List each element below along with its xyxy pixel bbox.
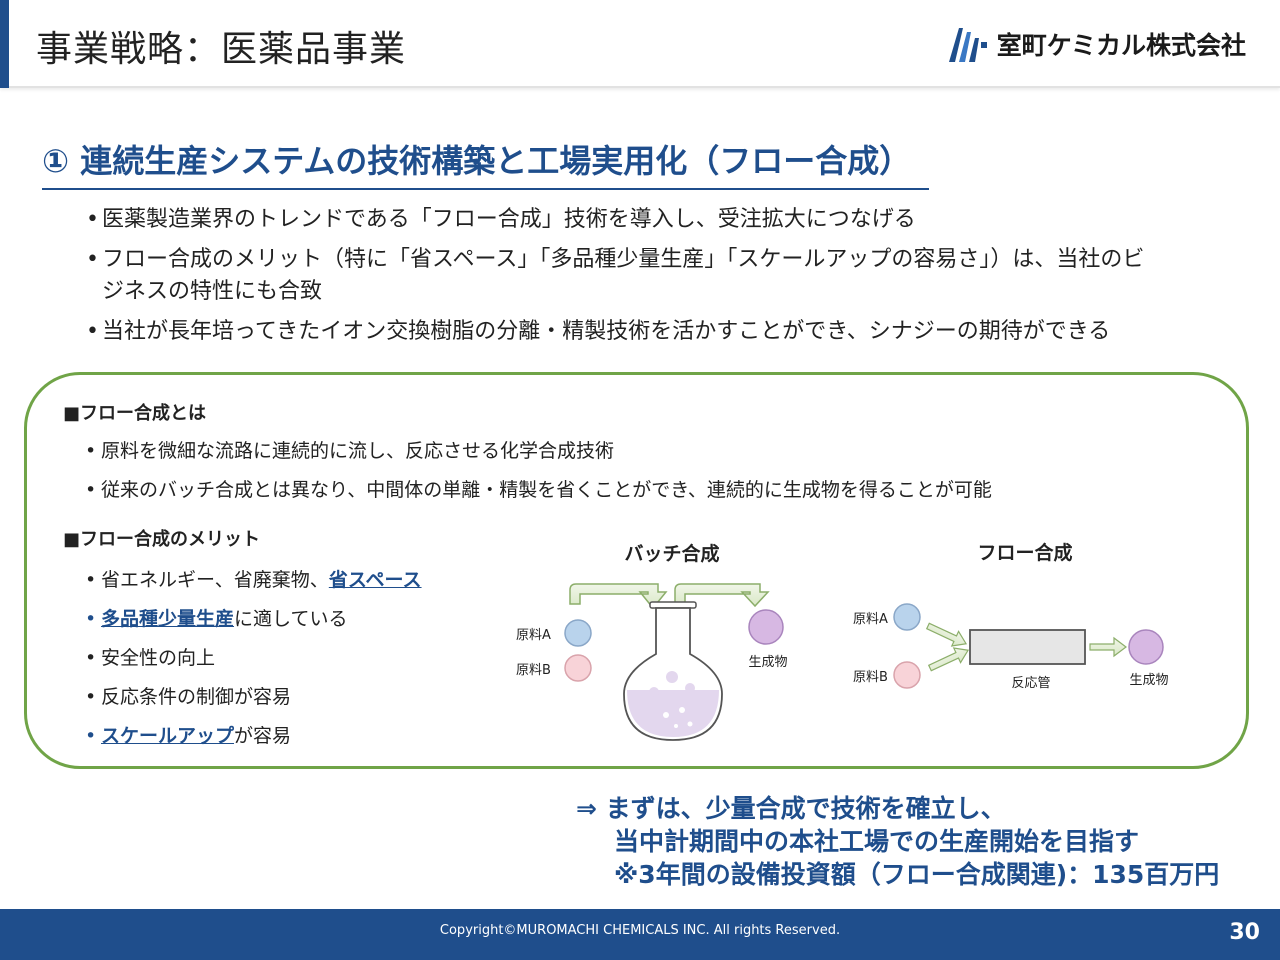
slide-title: 事業戦略：医薬品事業 <box>36 29 407 70</box>
strategy-bullet: •医薬製造業界のトレンドである「フロー合成」技術を導入し、受注拡大につなげる <box>86 207 916 232</box>
header-accent-bar <box>0 0 9 88</box>
what-is-item-text: 原料を微細な流路に連続的に流し、反応させる化学合成技術 <box>101 440 615 462</box>
strategy-bullet-text: フロー合成のメリット（特に「省スペース」「多品種少量生産」「スケールアップの容易… <box>102 247 1145 304</box>
what-is-item-text: 従来のバッチ合成とは異なり、中間体の単離・精製を省くことができ、連続的に生成物を… <box>101 479 992 501</box>
merit-item: •スケールアップが容易 <box>85 725 292 747</box>
strategy-bullet-text: 当社が長年培ってきたイオン交換樹脂の分離・精製技術を活かすことができ、シナジーの… <box>102 319 1111 344</box>
company-name: 室町ケミカル株式会社 <box>996 31 1246 60</box>
merit-item: •安全性の向上 <box>85 647 216 669</box>
section-heading: ① 連続生産システムの技術構築と工場実用化（フロー合成） <box>42 136 930 190</box>
page-number: 30 <box>1229 920 1260 945</box>
company-logo: 室町ケミカル株式会社 <box>947 24 1246 64</box>
what-is-heading: ■フロー合成とは <box>63 403 207 424</box>
conclusion-line-1: まずは、少量合成で技術を確立し、 <box>605 794 1006 823</box>
conclusion-block: ⇒ まずは、少量合成で技術を確立し、 当中計期間中の本社工場での生産開始を目指す… <box>576 792 1219 891</box>
slide-footer: Copyright©MUROMACHI CHEMICALS INC. All r… <box>0 909 1280 960</box>
strategy-bullet-list: •医薬製造業界のトレンドである「フロー合成」技術を導入し、受注拡大につなげる •… <box>86 204 1206 356</box>
flow-synthesis-panel: ■フロー合成とは •原料を微細な流路に連続的に流し、反応させる化学合成技術 •従… <box>24 372 1249 769</box>
merit-text-suffix: が容易 <box>234 725 292 747</box>
conclusion-arrow: ⇒ <box>576 794 597 823</box>
what-is-item: •原料を微細な流路に連続的に流し、反応させる化学合成技術 <box>85 440 615 462</box>
merit-highlight: 省スペース <box>328 569 422 591</box>
merit-highlight: 多品種少量生産 <box>101 608 235 630</box>
company-logo-icon <box>948 28 987 62</box>
merit-item: •反応条件の制御が容易 <box>85 686 292 708</box>
slide-header: 事業戦略：医薬品事業 室町ケミカル株式会社 <box>0 0 1280 88</box>
strategy-bullet: •当社が長年培ってきたイオン交換樹脂の分離・精製技術を活かすことができ、シナジー… <box>86 319 1111 344</box>
copyright-text: Copyright©MUROMACHI CHEMICALS INC. All r… <box>439 923 841 938</box>
what-is-item: •従来のバッチ合成とは異なり、中間体の単離・精製を省くことができ、連続的に生成物… <box>85 479 992 501</box>
conclusion-line-2: 当中計期間中の本社工場での生産開始を目指す <box>614 827 1140 856</box>
merit-text: 反応条件の制御が容易 <box>101 686 292 708</box>
merit-item: •多品種少量生産に適している <box>85 608 348 630</box>
merit-item: •省エネルギー、省廃棄物、省スペース <box>85 569 422 591</box>
merit-highlight: スケールアップ <box>101 725 235 747</box>
strategy-bullet: •フロー合成のメリット（特に「省スペース」「多品種少量生産」「スケールアップの容… <box>86 247 1145 304</box>
merit-text-suffix: に適している <box>234 608 348 630</box>
strategy-bullet-text: 医薬製造業界のトレンドである「フロー合成」技術を導入し、受注拡大につなげる <box>102 207 916 232</box>
conclusion-line-3: ※3年間の設備投資額（フロー合成関連)：135百万円 <box>614 860 1220 889</box>
merit-text: 省エネルギー、省廃棄物、 <box>101 569 329 591</box>
merit-text: 安全性の向上 <box>101 647 216 669</box>
merits-heading: ■フロー合成のメリット <box>63 529 261 550</box>
